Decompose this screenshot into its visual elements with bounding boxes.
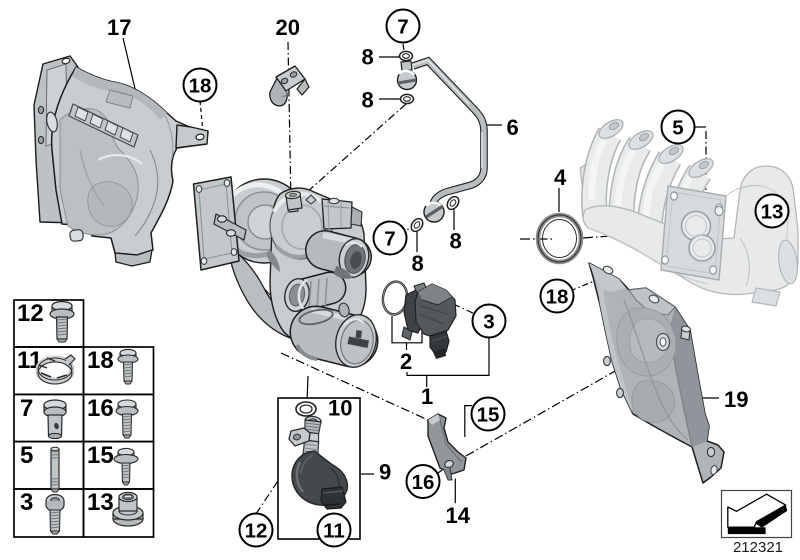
svg-text:4: 4	[554, 165, 567, 190]
svg-text:16: 16	[412, 471, 435, 494]
svg-text:3: 3	[20, 489, 33, 516]
svg-text:3: 3	[483, 311, 494, 334]
svg-text:12: 12	[17, 300, 44, 327]
svg-text:7: 7	[20, 395, 33, 422]
svg-text:212321: 212321	[733, 539, 783, 556]
svg-text:14: 14	[446, 503, 471, 528]
svg-text:15: 15	[87, 442, 114, 469]
svg-text:13: 13	[761, 201, 784, 224]
svg-text:1: 1	[421, 384, 433, 409]
svg-text:15: 15	[477, 404, 500, 427]
svg-text:8: 8	[412, 251, 424, 276]
svg-text:2: 2	[400, 349, 412, 374]
svg-text:7: 7	[384, 228, 395, 251]
svg-text:12: 12	[245, 520, 268, 543]
svg-text:10: 10	[328, 396, 352, 421]
svg-text:19: 19	[724, 387, 748, 412]
svg-text:13: 13	[87, 489, 114, 516]
svg-text:18: 18	[87, 347, 114, 374]
svg-text:18: 18	[546, 286, 569, 309]
svg-text:16: 16	[87, 395, 114, 422]
svg-text:5: 5	[20, 442, 33, 469]
svg-text:8: 8	[450, 229, 462, 254]
svg-text:5: 5	[672, 117, 683, 140]
svg-text:6: 6	[507, 115, 519, 140]
svg-text:18: 18	[189, 75, 212, 98]
svg-text:8: 8	[362, 88, 374, 113]
svg-text:11: 11	[323, 520, 345, 543]
svg-text:20: 20	[276, 15, 300, 40]
svg-text:17: 17	[107, 15, 131, 40]
svg-text:7: 7	[397, 16, 408, 39]
svg-text:9: 9	[379, 460, 391, 485]
svg-text:8: 8	[362, 45, 374, 70]
